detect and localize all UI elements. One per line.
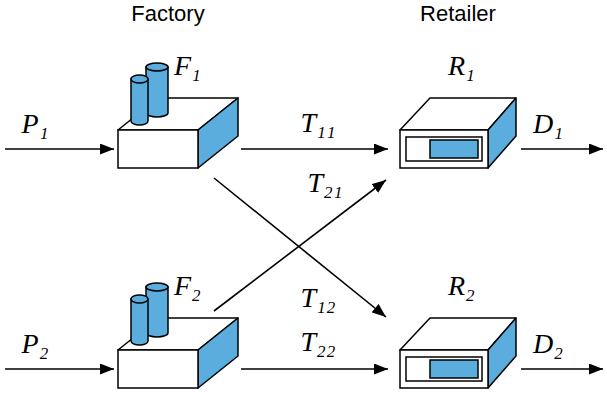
edge-label: T₁₁ [297,108,338,137]
edge-label: T₁₂ [297,283,338,312]
front-face [118,350,198,388]
shop-window [430,140,478,158]
chimney [131,299,148,345]
flow-symbol: D₁ [533,109,563,138]
window-frame [406,137,482,161]
flow-symbol: D₂ [533,329,563,358]
factory-icon [118,315,238,388]
output-arrow [521,368,603,370]
edge-label: T₂₁ [304,168,345,197]
node-name: R₂ [448,271,475,300]
front-face [400,350,488,388]
side-face [488,98,516,168]
flow-symbol: P₁ [22,109,49,138]
column-heading: Factory [131,2,204,25]
flow-symbol: P₂ [22,329,49,358]
front-face [118,130,198,168]
factory-icon [118,95,238,168]
chimney-top [131,295,148,303]
flow-connector [241,368,388,370]
window-frame [406,357,482,381]
retailer-node: R₂ [400,315,516,388]
chimney-top [146,63,168,71]
chimney-top [131,75,148,83]
front-face [400,130,488,168]
node-name: F₁ [174,51,201,80]
retailer-icon [400,315,516,388]
side-face [198,98,238,168]
node-name: R₁ [448,51,475,80]
retailer-icon [400,95,516,168]
side-face [198,318,238,388]
side-face [488,318,516,388]
input-arrow [5,148,114,150]
flow-connector [214,178,386,317]
chimney [146,287,168,337]
chimney [131,79,148,125]
retailer-node: R₁ [400,95,516,168]
factory-node: F₂ [118,315,238,388]
flow-connector [241,148,388,150]
shop-window [430,360,478,378]
factory-node: F₁ [118,95,238,168]
output-arrow [521,148,603,150]
column-heading: Retailer [420,2,496,25]
chimney-top [146,283,168,291]
chimney [146,67,168,117]
input-arrow [5,368,114,370]
edge-label: T₂₂ [297,327,338,356]
node-name: F₂ [174,271,201,300]
